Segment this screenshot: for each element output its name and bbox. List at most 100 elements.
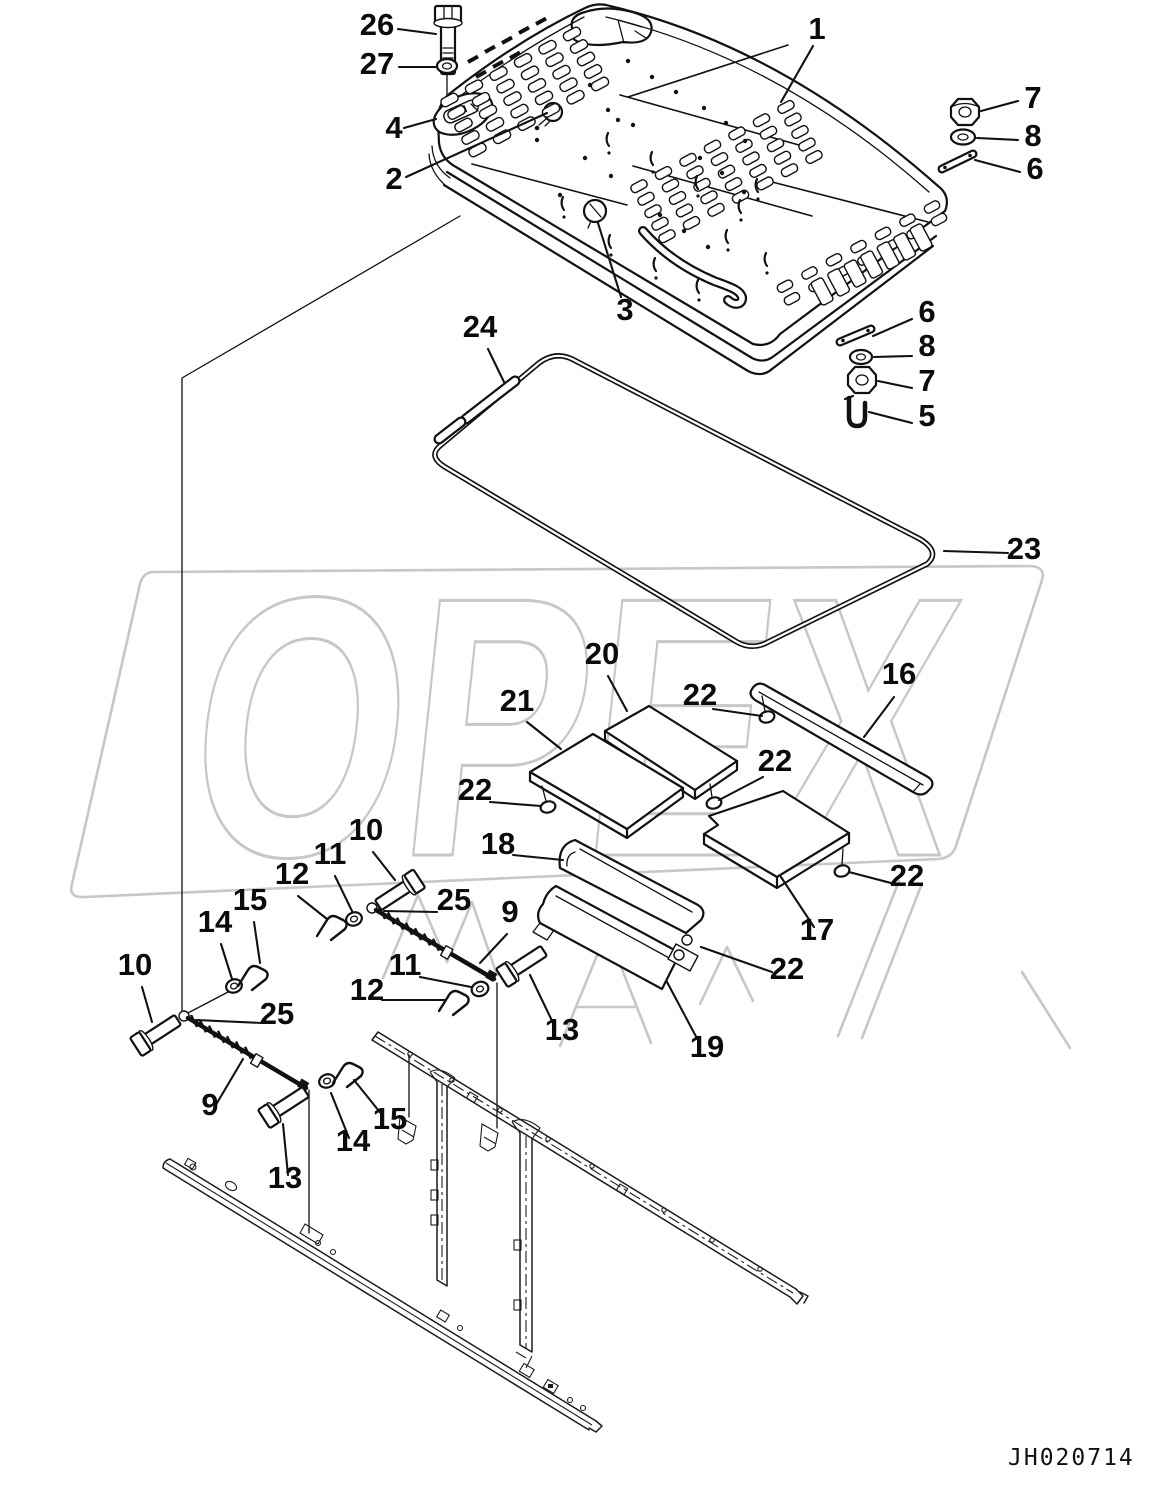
leader-line bbox=[219, 942, 234, 981]
vent-slot-tall bbox=[810, 277, 834, 306]
vent-slot bbox=[791, 124, 809, 140]
vent-slot bbox=[749, 163, 767, 178]
leader-line bbox=[404, 111, 549, 179]
vent-slot bbox=[538, 39, 557, 55]
coil-hatch bbox=[413, 927, 423, 941]
panel-17 bbox=[702, 789, 851, 890]
callout-label: 2 bbox=[385, 161, 402, 196]
callout-label: 23 bbox=[1007, 531, 1041, 566]
surface-tick-dot bbox=[654, 276, 658, 280]
leader-line bbox=[511, 853, 565, 862]
leader-line bbox=[779, 44, 815, 104]
frame-post-1 bbox=[429, 1069, 456, 1287]
vent-slot bbox=[850, 239, 867, 254]
rail-clip bbox=[465, 1091, 479, 1104]
vent-slot bbox=[899, 213, 916, 228]
vent-slot bbox=[780, 163, 799, 178]
weld-dot bbox=[723, 120, 729, 126]
roof-cover-part-1 bbox=[428, 3, 948, 376]
vent-slot bbox=[510, 103, 529, 119]
washer-8-upper bbox=[949, 128, 977, 146]
frame-post-2 bbox=[511, 1119, 541, 1369]
strap-6-upper bbox=[937, 149, 978, 174]
panel-21 bbox=[528, 732, 685, 840]
weld-dot bbox=[705, 244, 711, 250]
bolt-10-right bbox=[374, 868, 426, 911]
edge-dash bbox=[509, 50, 521, 60]
vent-slot bbox=[798, 137, 816, 152]
vent-slot bbox=[534, 90, 554, 106]
panel-16 bbox=[749, 682, 934, 796]
leader-line bbox=[867, 410, 914, 425]
callout-label: 18 bbox=[481, 826, 515, 861]
vent-slot bbox=[923, 200, 941, 214]
cover-crease-lines bbox=[471, 44, 929, 223]
leader-line bbox=[194, 1018, 264, 1025]
vent-slot bbox=[461, 130, 480, 145]
surface-tick bbox=[652, 256, 658, 273]
weld-dot bbox=[673, 89, 679, 95]
rail-fitting bbox=[545, 1136, 551, 1142]
leader-line bbox=[717, 775, 765, 802]
vent-slot bbox=[679, 152, 697, 167]
coil-hatch bbox=[207, 1025, 217, 1039]
vent-slot bbox=[675, 203, 694, 218]
surface-tick-dot bbox=[697, 298, 701, 302]
vent-slot bbox=[485, 116, 505, 132]
edge-dash bbox=[475, 69, 487, 79]
coil-hatch bbox=[225, 1035, 235, 1049]
leader-line bbox=[333, 874, 354, 913]
vent-slot-tall bbox=[893, 232, 917, 261]
coil-hatch bbox=[404, 922, 414, 936]
edge-dash bbox=[535, 16, 547, 26]
vent-slot bbox=[801, 266, 818, 280]
panel-19 bbox=[532, 884, 699, 991]
vent-slot bbox=[552, 64, 571, 80]
leader-line bbox=[525, 720, 563, 751]
callout-label: 14 bbox=[336, 1123, 371, 1158]
callout-label: 8 bbox=[1024, 118, 1041, 153]
vent-slot bbox=[766, 138, 785, 153]
vent-slot-tall bbox=[876, 241, 900, 270]
vent-slot bbox=[756, 176, 774, 191]
clip-15-upper bbox=[236, 964, 269, 992]
surface-tick bbox=[694, 174, 700, 191]
leader-line bbox=[876, 379, 914, 390]
callout-label: 16 bbox=[882, 656, 916, 691]
callout-label: 15 bbox=[373, 1101, 407, 1136]
callout-label: 22 bbox=[770, 951, 804, 986]
rail-fitting bbox=[661, 1207, 667, 1213]
vent-slot bbox=[464, 79, 484, 95]
callout-label: 11 bbox=[314, 836, 347, 871]
callout-label: 6 bbox=[918, 294, 935, 329]
leader-line bbox=[478, 932, 509, 965]
vent-slot bbox=[735, 138, 753, 153]
callout-label: 7 bbox=[918, 363, 935, 398]
leader-line bbox=[699, 945, 774, 974]
rod-assembly-right bbox=[366, 902, 498, 982]
leader-line bbox=[296, 894, 329, 921]
leader-line bbox=[140, 985, 154, 1024]
coil-hatch bbox=[189, 1014, 199, 1028]
callout-label: 20 bbox=[585, 636, 619, 671]
callout-label: 6 bbox=[1026, 151, 1043, 186]
vent-slot bbox=[773, 150, 792, 165]
surface-tick bbox=[695, 278, 701, 295]
rod-assembly-left bbox=[178, 1010, 310, 1091]
coil-hatch bbox=[243, 1046, 253, 1060]
cover-outline bbox=[436, 3, 948, 346]
strip-part-24 bbox=[433, 375, 521, 445]
surface-tick-dot bbox=[696, 194, 700, 198]
callout-label: 25 bbox=[437, 882, 471, 917]
cover-grommet-3 bbox=[582, 198, 608, 229]
roof-frame bbox=[162, 1031, 809, 1433]
surface-tick bbox=[560, 195, 566, 212]
frame-upper-rail bbox=[371, 1031, 809, 1305]
bolt-13-left bbox=[257, 1086, 310, 1129]
vent-slot bbox=[527, 77, 547, 93]
callout-label: 19 bbox=[690, 1029, 724, 1064]
vent-slot bbox=[703, 139, 722, 154]
callout-label: 11 bbox=[389, 947, 422, 982]
clip-12-upper bbox=[315, 914, 348, 942]
